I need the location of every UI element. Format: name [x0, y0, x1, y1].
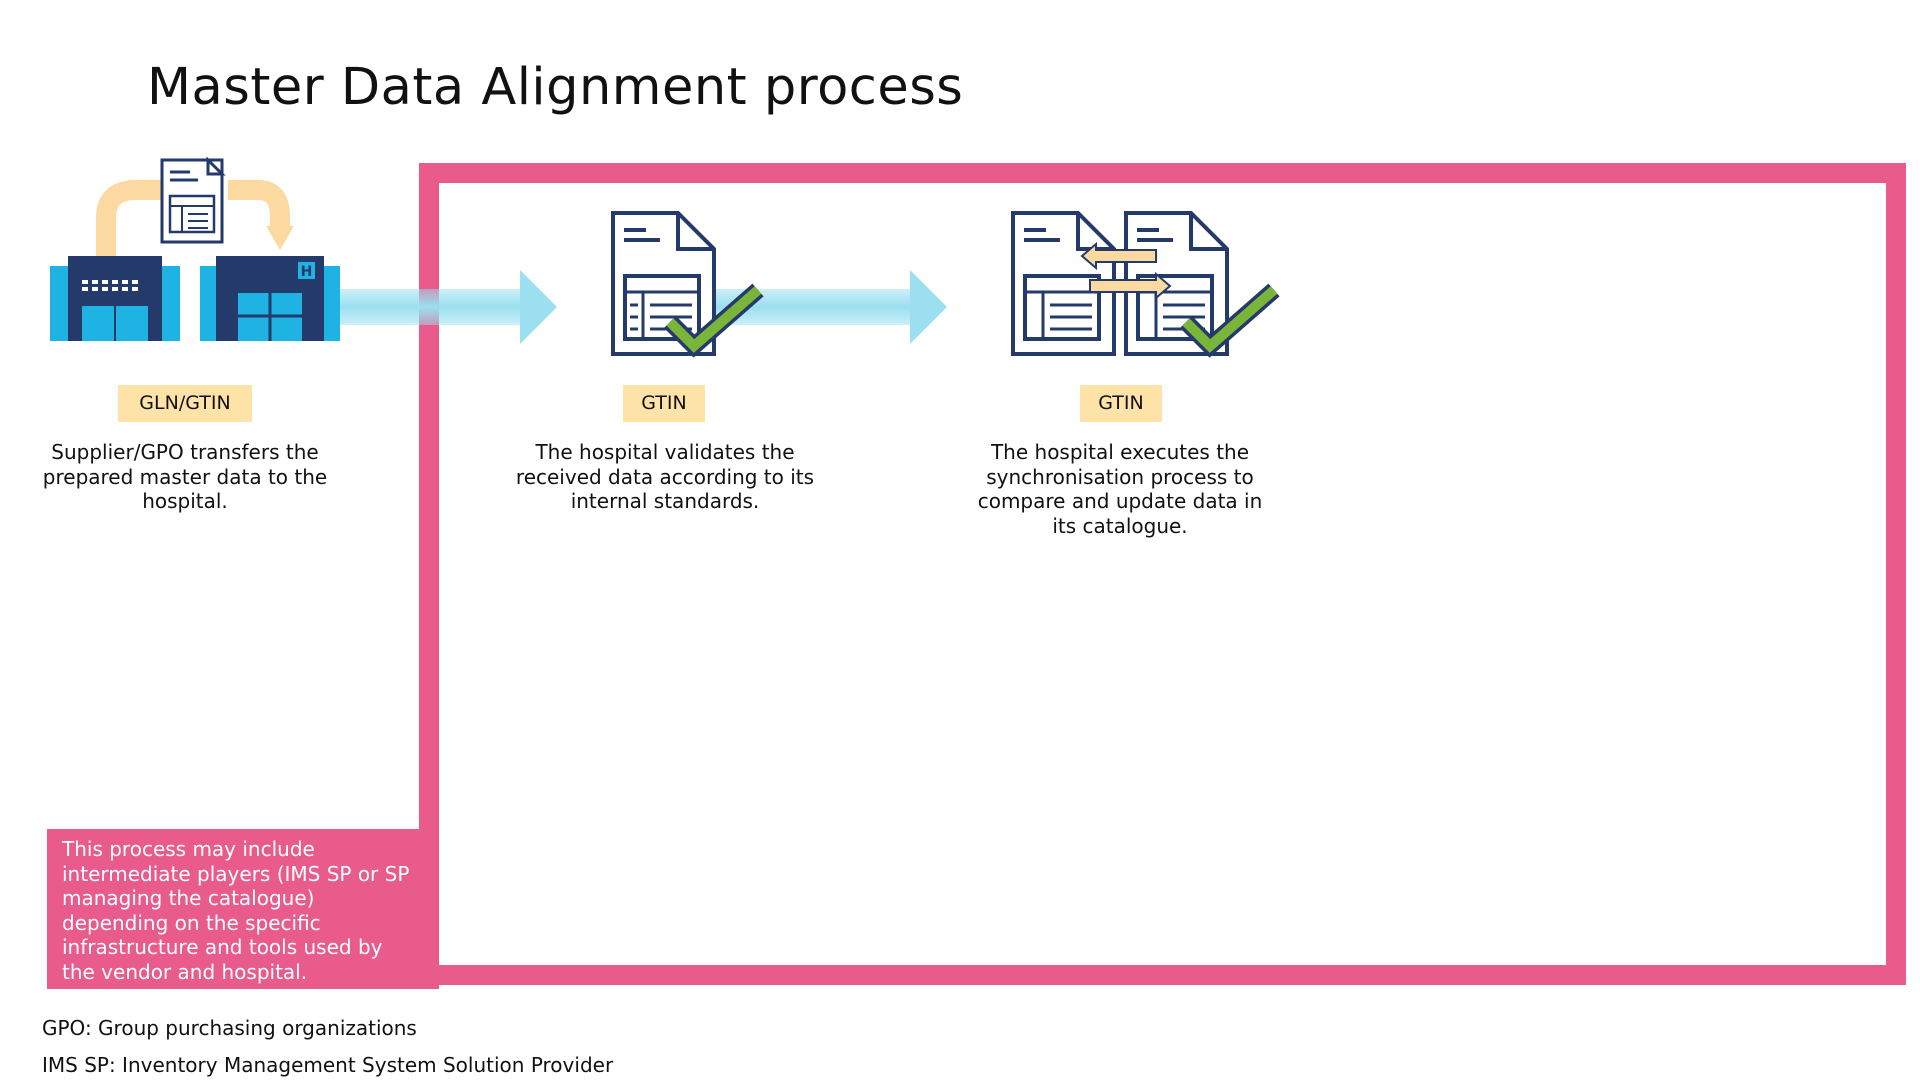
footnote-gpo: GPO: Group purchasing organizations [42, 1016, 417, 1040]
supplier-to-hospital-icon: H [50, 156, 340, 341]
highlight-frame [419, 163, 1906, 985]
footnote-ims-sp: IMS SP: Inventory Management System Solu… [42, 1053, 614, 1077]
validated-document-icon [611, 211, 764, 358]
note-text: This process may include intermediate pl… [62, 837, 410, 984]
page-title: Master Data Alignment process [147, 58, 964, 117]
intermediate-players-note: This process may include intermediate pl… [47, 829, 439, 989]
step-2-tag: GTIN [623, 385, 705, 422]
flow-arrow-1 [340, 270, 557, 344]
synchronised-documents-icon [1011, 211, 1280, 358]
step-3-description: The hospital executes the synchronisatio… [977, 440, 1263, 538]
step-1-tag: GLN/GTIN [118, 385, 252, 422]
step-3-tag: GTIN [1080, 385, 1162, 422]
svg-text:H: H [301, 264, 313, 280]
step-2-description: The hospital validates the received data… [515, 440, 815, 513]
step-1-description: Supplier/GPO transfers the prepared mast… [42, 440, 328, 513]
